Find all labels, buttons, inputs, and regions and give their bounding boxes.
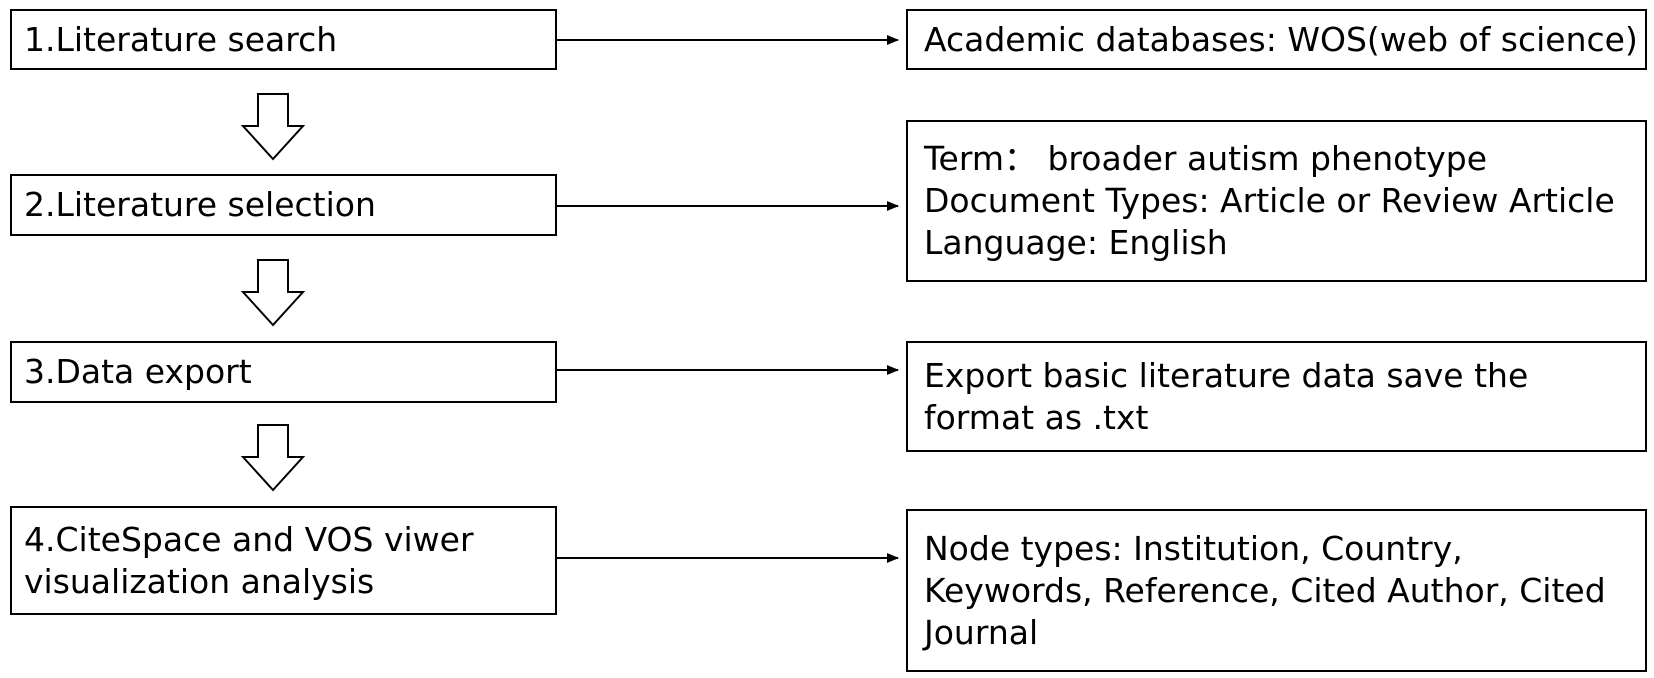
step-label: 2.Literature selection (24, 185, 376, 224)
detail-box-search-criteria: Term： broader autism phenotype Document … (906, 120, 1647, 282)
detail-line: Term： broader autism phenotype (924, 139, 1488, 178)
down-arrow-3-to-4 (240, 424, 306, 492)
detail-box-node-types: Node types: Institution, Country, Keywor… (906, 509, 1647, 672)
detail-box-export-format: Export basic literature data save the fo… (906, 341, 1647, 452)
detail-line: Document Types: Article or Review Articl… (924, 181, 1615, 220)
detail-line: Journal (924, 612, 1039, 652)
down-arrow-1-to-2 (240, 93, 306, 161)
detail-line: format as .txt (924, 397, 1149, 437)
step-label: 3.Data export (24, 352, 252, 391)
step-label-line: 4.CiteSpace and VOS viwer (24, 519, 474, 559)
step-label-line: visualization analysis (24, 561, 375, 601)
detail-line: Keywords, Reference, Cited Author, Cited (924, 570, 1606, 610)
step-box-data-export: 3.Data export (10, 341, 557, 403)
step-box-visualization-analysis: 4.CiteSpace and VOS viwer visualization … (10, 506, 557, 615)
step-box-literature-search: 1.Literature search (10, 9, 557, 70)
detail-box-database: Academic databases: WOS(web of science) (906, 9, 1647, 70)
detail-line: Academic databases: WOS(web of science) (924, 19, 1638, 59)
step-box-literature-selection: 2.Literature selection (10, 174, 557, 236)
step-label: 1.Literature search (24, 19, 338, 59)
detail-line: Language: English (924, 223, 1228, 262)
down-arrow-2-to-3 (240, 259, 306, 327)
detail-line: Node types: Institution, Country, (924, 528, 1463, 568)
detail-line: Export basic literature data save the (924, 355, 1529, 395)
